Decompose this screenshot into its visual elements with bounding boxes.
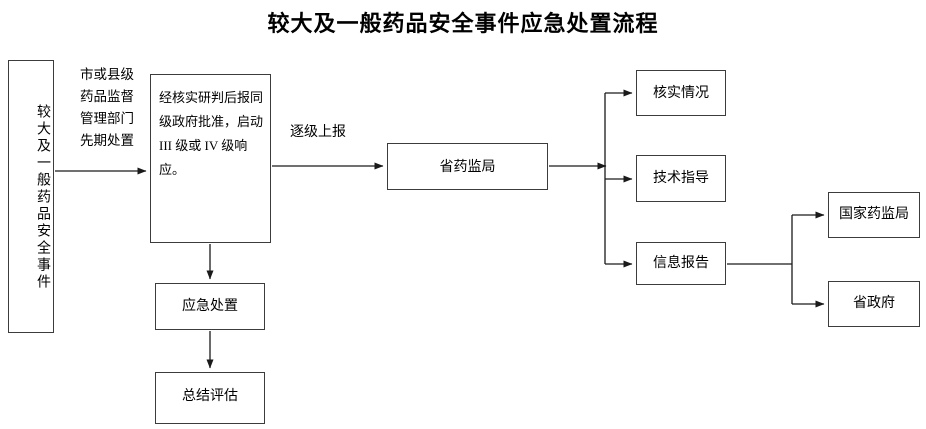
node-emergency-disposal-label: 应急处置 [182, 299, 238, 314]
node-approval[interactable]: 经核实研判后报同级政府批准，启动 III 级或 IV 级响应。 [150, 74, 271, 243]
node-tech-guidance-label: 技术指导 [653, 171, 709, 186]
node-provincial-gov[interactable]: 省政府 [828, 281, 920, 327]
edge-label-escalate: 逐级上报 [290, 125, 346, 140]
node-provincial-nmpa-label: 省药监局 [439, 160, 496, 175]
node-incident[interactable]: 较大及一般药品安全事件 [8, 60, 54, 333]
node-info-report-label: 信息报告 [653, 256, 709, 271]
node-summary-evaluation-label: 总结评估 [182, 389, 238, 404]
node-provincial-gov-label: 省政府 [853, 296, 895, 311]
node-provincial-nmpa[interactable]: 省药监局 [387, 143, 548, 190]
node-tech-guidance[interactable]: 技术指导 [636, 155, 726, 202]
node-predisposal-label: 市或县级 药品监督 管理部门 先期处置 [80, 67, 134, 148]
page-title: 较大及一般药品安全事件应急处置流程 [267, 11, 659, 36]
node-info-report[interactable]: 信息报告 [636, 242, 726, 285]
node-summary-evaluation[interactable]: 总结评估 [155, 372, 265, 424]
node-national-nmpa-label: 国家药监局 [839, 207, 909, 222]
node-emergency-disposal[interactable]: 应急处置 [155, 283, 265, 330]
node-national-nmpa[interactable]: 国家药监局 [828, 192, 920, 238]
node-verify[interactable]: 核实情况 [636, 70, 726, 116]
node-incident-label: 较大及一般药品安全事件 [35, 104, 50, 291]
node-verify-label: 核实情况 [653, 86, 709, 101]
node-approval-label: 经核实研判后报同级政府批准，启动 III 级或 IV 级响应。 [159, 90, 264, 178]
